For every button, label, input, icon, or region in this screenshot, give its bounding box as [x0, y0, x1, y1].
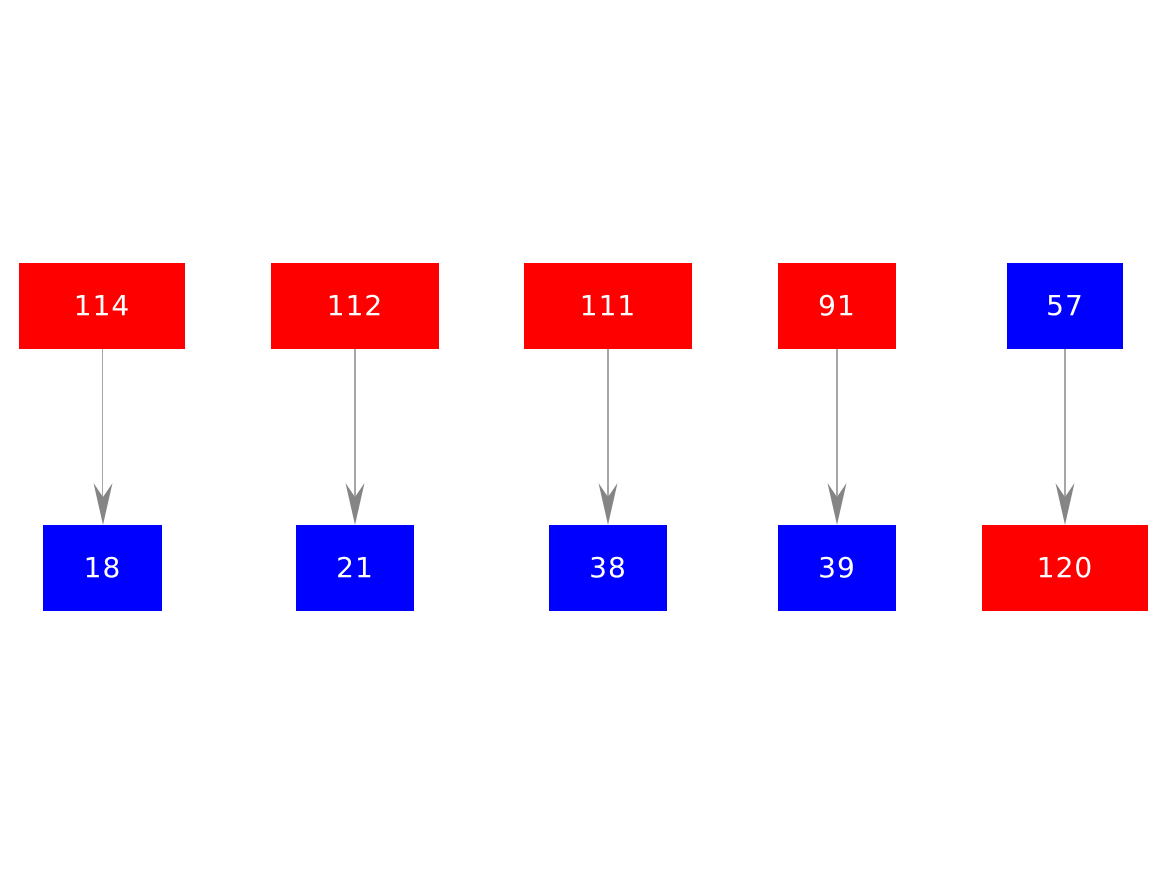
node-label: 21 [336, 551, 374, 584]
node-label: 112 [326, 289, 384, 322]
edge-line [1064, 349, 1066, 499]
node-label: 114 [73, 289, 131, 322]
edge-line [354, 349, 356, 499]
arrowhead-down-icon [827, 483, 847, 525]
node-top-3: 111 [524, 263, 692, 349]
node-top-4: 91 [778, 263, 896, 349]
edge-line [836, 349, 838, 499]
node-top-5: 57 [1007, 263, 1123, 349]
node-label: 57 [1046, 289, 1084, 322]
node-bottom-2: 21 [296, 525, 414, 611]
arrowhead-down-icon [93, 483, 112, 525]
node-label: 120 [1036, 551, 1094, 584]
arrowhead-down-icon [345, 483, 365, 525]
node-label: 38 [589, 551, 627, 584]
arrowhead-down-icon [1055, 483, 1075, 525]
edge-line [607, 349, 609, 499]
node-bottom-3: 38 [549, 525, 667, 611]
arrowhead-down-icon [598, 483, 618, 525]
node-top-2: 112 [271, 263, 439, 349]
node-bottom-4: 39 [778, 525, 896, 611]
node-bottom-5: 120 [982, 525, 1148, 611]
node-label: 111 [579, 289, 637, 322]
node-bottom-1: 18 [43, 525, 162, 611]
node-label: 39 [818, 551, 856, 584]
edge-line [101, 349, 104, 499]
node-top-1: 114 [19, 263, 185, 349]
node-label: 91 [818, 289, 856, 322]
node-label: 18 [83, 551, 122, 584]
